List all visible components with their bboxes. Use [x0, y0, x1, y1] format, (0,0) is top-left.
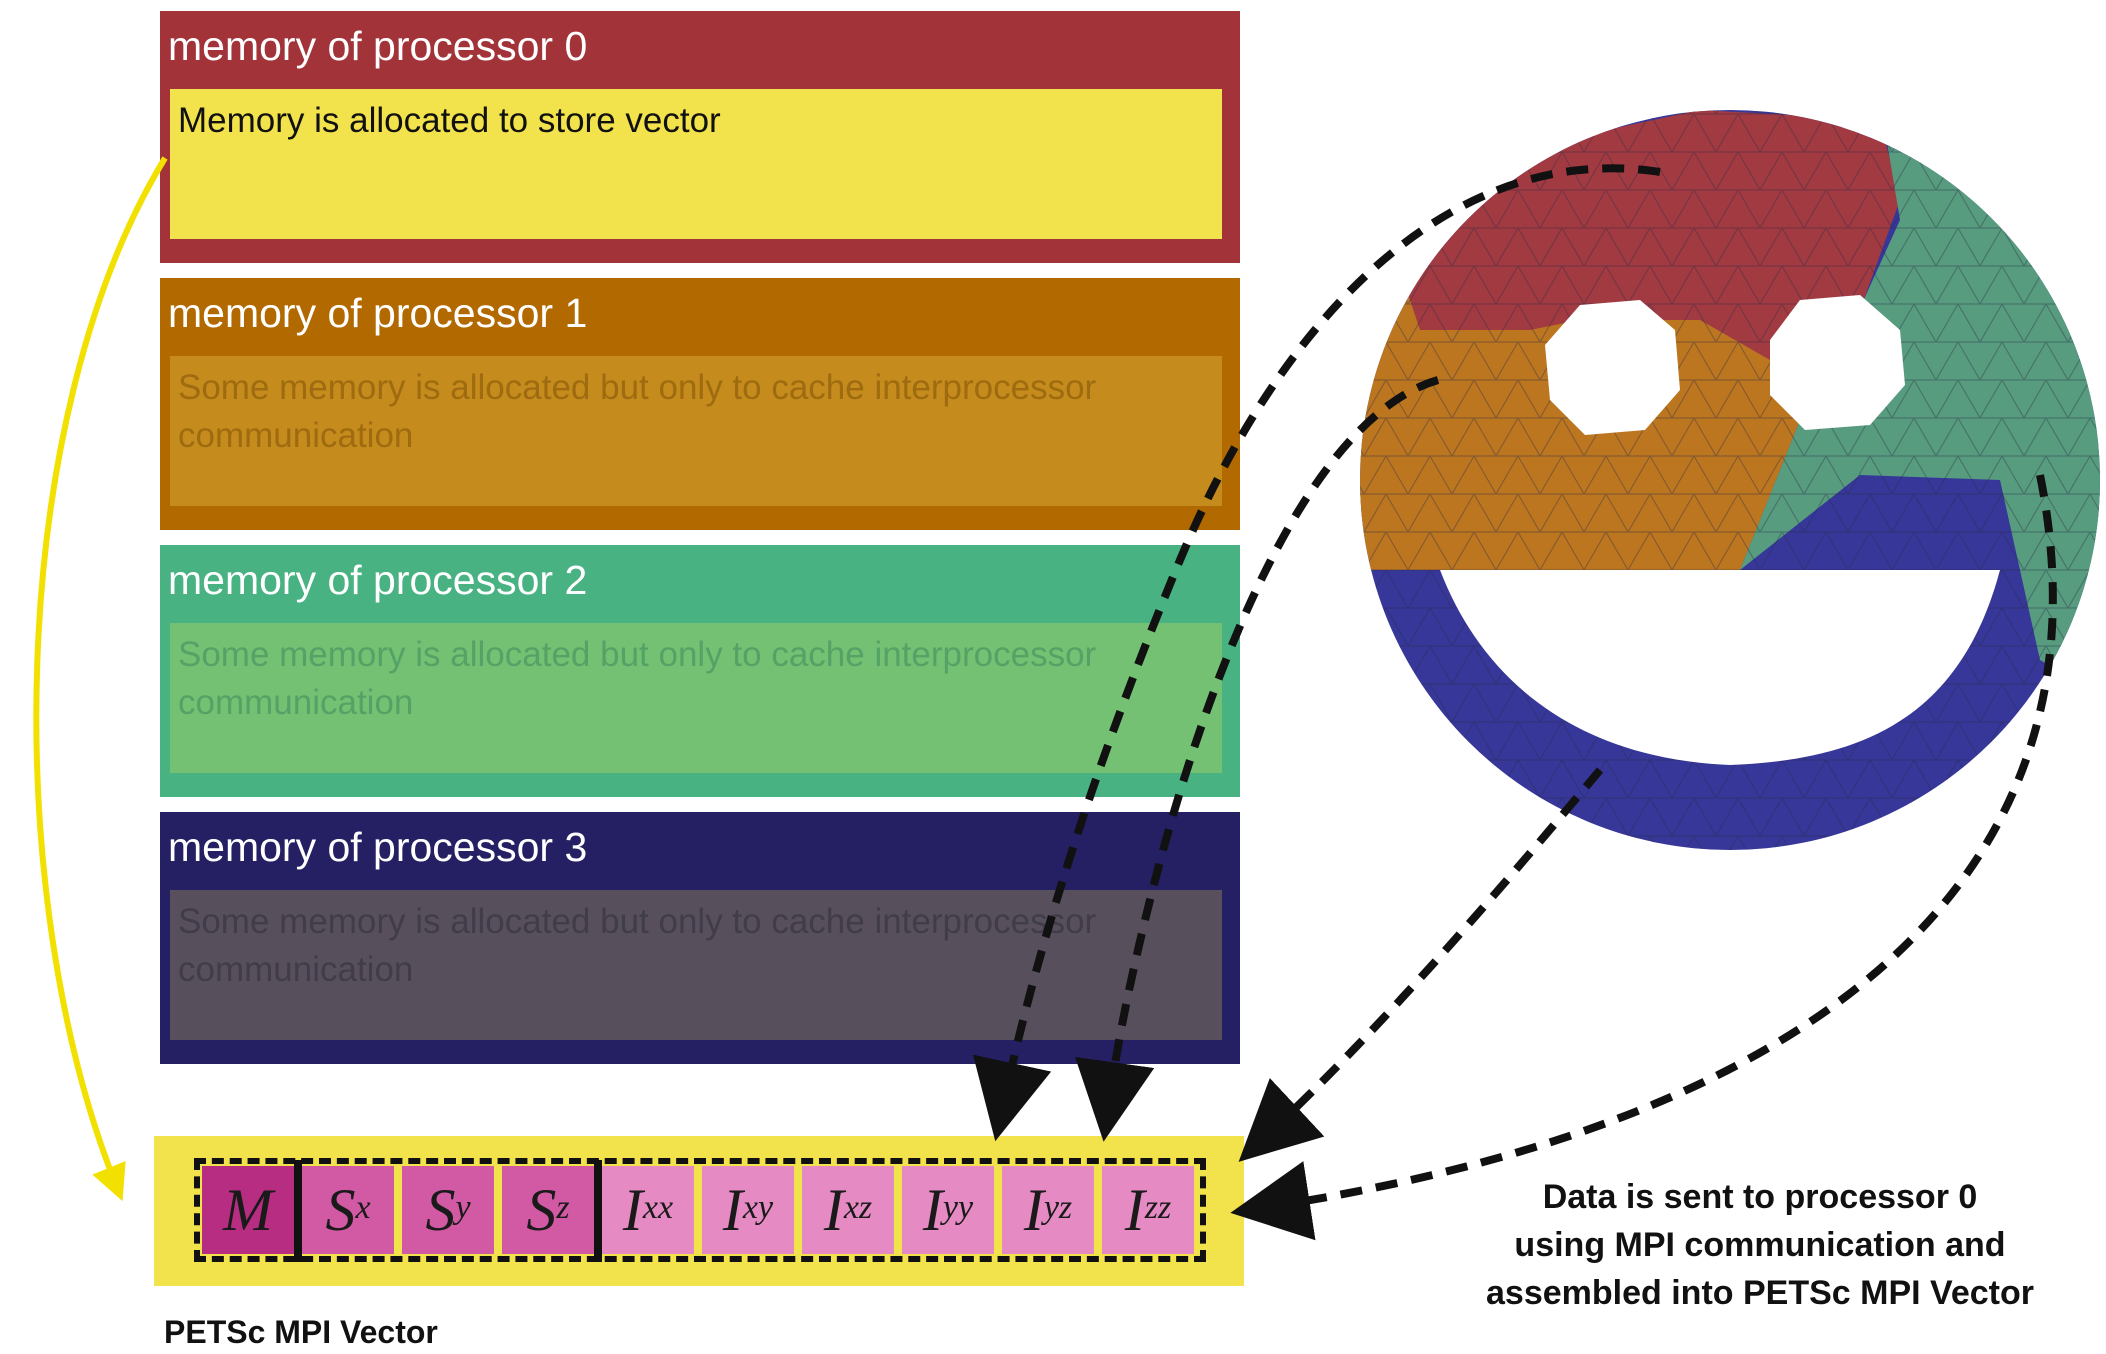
arrow-proc2-to-vector	[1230, 474, 2057, 1241]
processor-2-panel: memory of processor 2 Some memory is all…	[160, 545, 1240, 797]
processor-0-title: memory of processor 0	[168, 23, 588, 69]
processor-2-title: memory of processor 2	[168, 557, 588, 603]
processor-0-memory-box: Memory is allocated to store vector	[170, 89, 1222, 239]
processor-2-memory-text: Some memory is allocated but only to cac…	[178, 635, 1097, 722]
arrow-proc1-to-vector	[1075, 376, 1440, 1142]
vector-separator-mass	[294, 1160, 302, 1262]
vector-entry-m: M	[202, 1166, 294, 1254]
processor-3-title: memory of processor 3	[168, 824, 588, 870]
processor-0-panel: memory of processor 0 Memory is allocate…	[160, 11, 1240, 263]
processor-1-panel: memory of processor 1 Some memory is all…	[160, 278, 1240, 530]
caption-line-3: assembled into PETSc MPI Vector	[1486, 1274, 2034, 1312]
processor-1-memory-text: Some memory is allocated but only to cac…	[178, 368, 1097, 455]
processor-0-memory-text: Memory is allocated to store vector	[178, 101, 721, 140]
caption-line-1: Data is sent to processor 0	[1542, 1178, 1978, 1216]
processor-1-memory-box: Some memory is allocated but only to cac…	[170, 356, 1222, 506]
mesh-hole-left	[1545, 300, 1680, 435]
vector-dashed-frame	[194, 1158, 1206, 1262]
arrow-proc0-to-vector	[973, 164, 1661, 1142]
arrow-proc3-to-vector	[1238, 767, 1604, 1162]
communication-caption: Data is sent to processor 0 using MPI co…	[1430, 1173, 2090, 1317]
caption-line-2: using MPI communication and	[1514, 1226, 2006, 1264]
processor-3-memory-text: Some memory is allocated but only to cac…	[178, 902, 1097, 989]
mesh-hole-right	[1770, 295, 1905, 430]
processor-3-panel: memory of processor 3 Some memory is all…	[160, 812, 1240, 1064]
processor-3-memory-box: Some memory is allocated but only to cac…	[170, 890, 1222, 1040]
processor-1-title: memory of processor 1	[168, 290, 588, 336]
mesh-hole-mouth	[1440, 570, 2000, 765]
petsc-vector-label: PETSc MPI Vector	[164, 1314, 438, 1350]
vector-separator-inertia	[594, 1160, 602, 1262]
processor-2-memory-box: Some memory is allocated but only to cac…	[170, 623, 1222, 773]
partitioned-mesh	[1360, 110, 2100, 850]
yellow-allocation-arrow	[33, 156, 168, 1202]
